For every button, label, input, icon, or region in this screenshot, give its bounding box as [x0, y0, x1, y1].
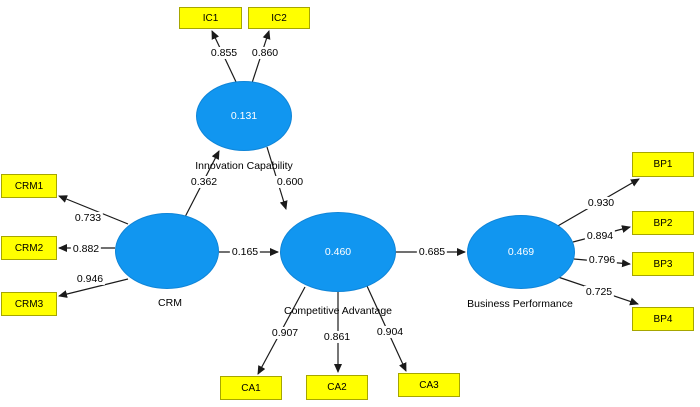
indicator-box-bp4[interactable]: BP4	[632, 307, 694, 331]
loading-value-bp3: 0.796	[586, 253, 618, 267]
indicator-box-ca3[interactable]: CA3	[398, 373, 460, 397]
r-squared-value-ic: 0.131	[230, 110, 258, 122]
construct-name-crm: CRM	[158, 297, 182, 309]
loading-arrow-crm3	[58, 278, 129, 298]
indicator-box-bp1[interactable]: BP1	[632, 152, 694, 177]
loading-value-ca3: 0.904	[374, 325, 406, 339]
construct-ellipse-bp[interactable]: 0.469	[467, 215, 575, 289]
construct-name-ca: Competitive Advantage	[284, 305, 392, 317]
loading-value-ca2: 0.861	[321, 330, 353, 344]
construct-ellipse-ca[interactable]: 0.460	[280, 212, 396, 292]
indicator-box-ic2[interactable]: IC2	[248, 7, 310, 29]
loading-value-bp4: 0.725	[583, 285, 615, 299]
loading-arrow-crm1	[58, 195, 129, 225]
loading-value-crm1: 0.733	[72, 211, 104, 225]
r-squared-value-bp: 0.469	[507, 246, 535, 258]
loading-value-ca1: 0.907	[269, 326, 301, 340]
indicator-box-crm2[interactable]: CRM2	[1, 236, 57, 260]
indicator-box-bp3[interactable]: BP3	[632, 252, 694, 276]
construct-name-ic: Innovation Capability	[195, 160, 293, 172]
path-coefficient-crm-to-ca: 0.165	[229, 245, 261, 259]
indicator-box-crm1[interactable]: CRM1	[1, 174, 57, 198]
construct-ellipse-crm[interactable]	[115, 213, 219, 289]
path-coefficient-ca-to-bp: 0.685	[416, 245, 448, 259]
indicator-box-bp2[interactable]: BP2	[632, 211, 694, 235]
loading-value-crm3: 0.946	[74, 272, 106, 286]
loading-value-bp2: 0.894	[584, 229, 616, 243]
loading-value-bp1: 0.930	[585, 196, 617, 210]
construct-name-bp: Business Performance	[467, 298, 573, 310]
r-squared-value-ca: 0.460	[324, 246, 352, 258]
loading-value-ic1: 0.855	[208, 46, 240, 60]
indicator-box-ca2[interactable]: CA2	[306, 375, 368, 400]
indicator-box-ca1[interactable]: CA1	[220, 376, 282, 400]
loading-value-crm2: 0.882	[70, 242, 102, 256]
indicator-box-ic1[interactable]: IC1	[179, 7, 242, 29]
indicator-box-crm3[interactable]: CRM3	[1, 292, 57, 316]
path-coefficient-ic-to-ca: 0.600	[274, 175, 306, 189]
loading-value-ic2: 0.860	[249, 46, 281, 60]
path-coefficient-crm-to-ic: 0.362	[188, 175, 220, 189]
construct-ellipse-ic[interactable]: 0.131	[196, 81, 292, 151]
